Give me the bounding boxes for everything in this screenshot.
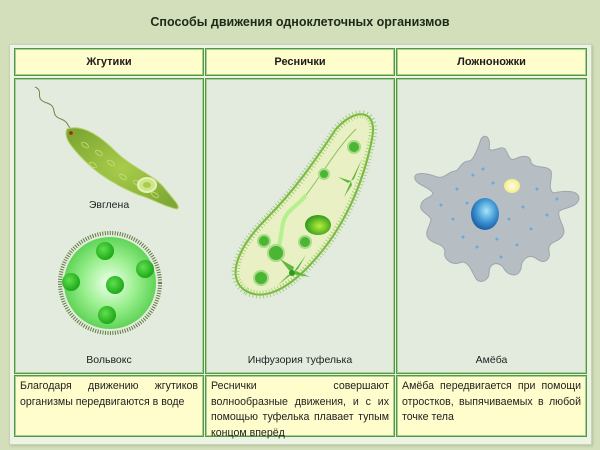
description-cilia: Реснички совершают волнообразные движени… xyxy=(205,375,395,439)
euglena-illustration xyxy=(34,86,179,335)
description-pseudopodia: Амёба передвигается при помощи отростков… xyxy=(396,375,587,437)
header-flagella: Жгутики xyxy=(14,48,204,76)
label-euglena: Эвглена xyxy=(88,199,130,211)
label-amoeba: Амёба xyxy=(475,354,508,366)
label-paramecium: Инфузория туфелька xyxy=(247,354,353,366)
image-cell-pseudopodia: Амёба xyxy=(396,78,587,374)
paramecium-illustration xyxy=(231,110,377,299)
amoeba-illustration xyxy=(414,135,580,282)
label-volvox: Вольвокс xyxy=(86,354,132,366)
image-cell-flagella: Эвглена Вольвокс xyxy=(14,78,204,374)
description-flagella: Благодаря движению жгутиков организмы пе… xyxy=(14,375,204,437)
header-pseudopodia: Ложноножки xyxy=(396,48,587,76)
image-cell-cilia: Инфузория туфелька xyxy=(205,78,395,374)
page-title: Способы движения одноклеточных организмо… xyxy=(150,15,450,29)
header-cilia: Реснички xyxy=(205,48,395,76)
